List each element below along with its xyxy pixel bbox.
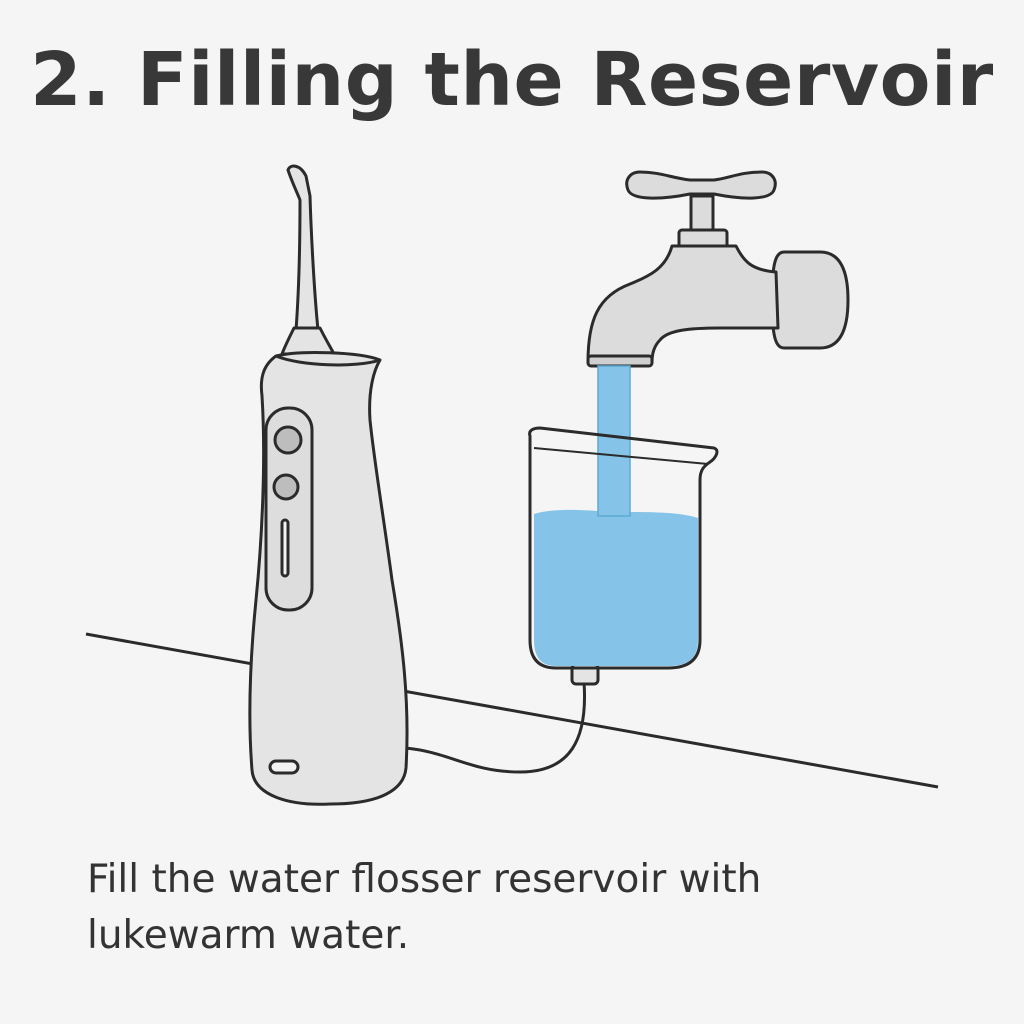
faucet-spout-mouth [586, 354, 654, 368]
indicator-light [280, 518, 290, 578]
mode-button-icon [272, 473, 300, 501]
faucet-wall-plate [770, 250, 850, 350]
countertop-edge [85, 632, 939, 789]
power-button-icon [273, 425, 303, 455]
step-title: 2. Filling the Reservoir [30, 37, 994, 123]
water-flosser [248, 164, 409, 806]
connecting-tube [404, 681, 587, 774]
faucet-handle [625, 170, 777, 200]
flosser-nozzle-base [280, 326, 336, 356]
flosser-control-panel [264, 406, 314, 612]
charging-port [268, 759, 300, 775]
step-caption: Fill the water flosser reservoir with lu… [87, 857, 762, 958]
flosser-nozzle [286, 164, 320, 332]
water-stream [597, 365, 631, 517]
reservoir [528, 365, 719, 670]
flosser-top-cap [275, 354, 381, 367]
reservoir-outline [528, 426, 719, 670]
faucet-stem [689, 194, 715, 234]
reservoir-water [534, 509, 698, 666]
faucet [586, 170, 850, 368]
faucet-spout [586, 244, 780, 364]
reservoir-rim [533, 447, 709, 465]
